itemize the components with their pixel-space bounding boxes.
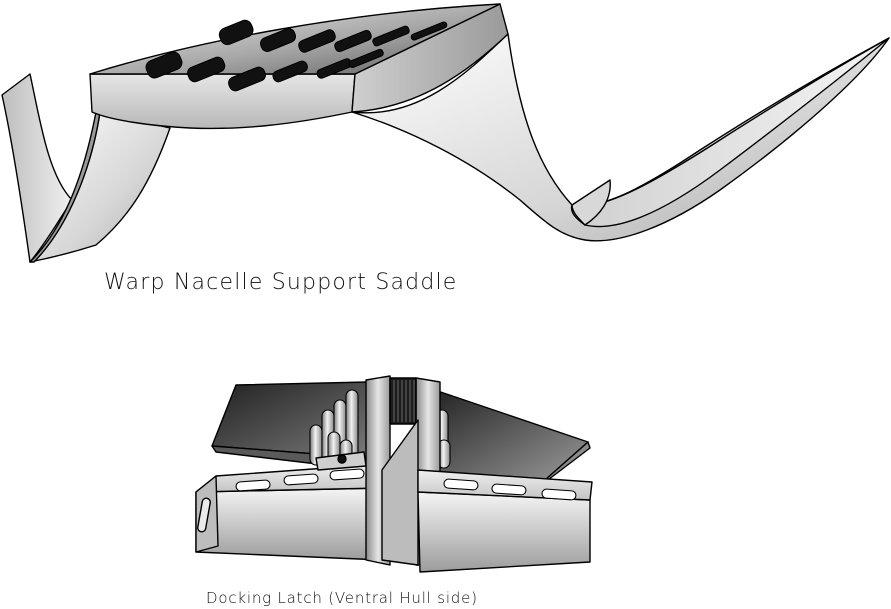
latch-caption: Docking Latch (Ventral Hull side) [206, 589, 478, 607]
docking-latch [195, 375, 593, 573]
saddle-front-band [89, 73, 356, 130]
latch-left-box [195, 487, 383, 561]
latch-right-box [417, 491, 591, 573]
rail-slot [283, 473, 319, 486]
deck-slot [410, 21, 448, 41]
saddle-caption: Warp Nacelle Support Saddle [104, 270, 458, 295]
latch-grille-lines [393, 380, 415, 422]
latch-center-wedge [381, 419, 419, 566]
deck-slot [145, 51, 183, 79]
deck-slot [272, 60, 308, 83]
deck-slot [372, 25, 410, 47]
deck-slot [348, 48, 384, 69]
saddle-right-sweep-strip [570, 37, 890, 228]
latch-right-rail-slots [443, 478, 577, 501]
saddle-side-band [351, 3, 509, 113]
warp-nacelle-support-saddle [1, 3, 890, 263]
deck-slot [218, 19, 254, 46]
deck-slot [334, 29, 372, 53]
rail-slot [235, 479, 271, 492]
latch-left-rail-slots [235, 468, 365, 492]
saddle-left-leg [1, 73, 73, 263]
deck-slot [298, 29, 336, 53]
deck-slot [228, 66, 266, 92]
latch-left-end-slot [197, 497, 211, 533]
saddle-right-sweep-tip [571, 179, 611, 226]
deck-slot [259, 28, 297, 52]
deck-slot [187, 56, 226, 83]
rail-slot [443, 478, 479, 491]
rail-slot [541, 488, 577, 501]
rail-slot [491, 483, 527, 496]
rail-slot [329, 468, 365, 481]
saddle-deck-slots [145, 19, 448, 92]
latch-clamp-bolt [337, 454, 347, 464]
